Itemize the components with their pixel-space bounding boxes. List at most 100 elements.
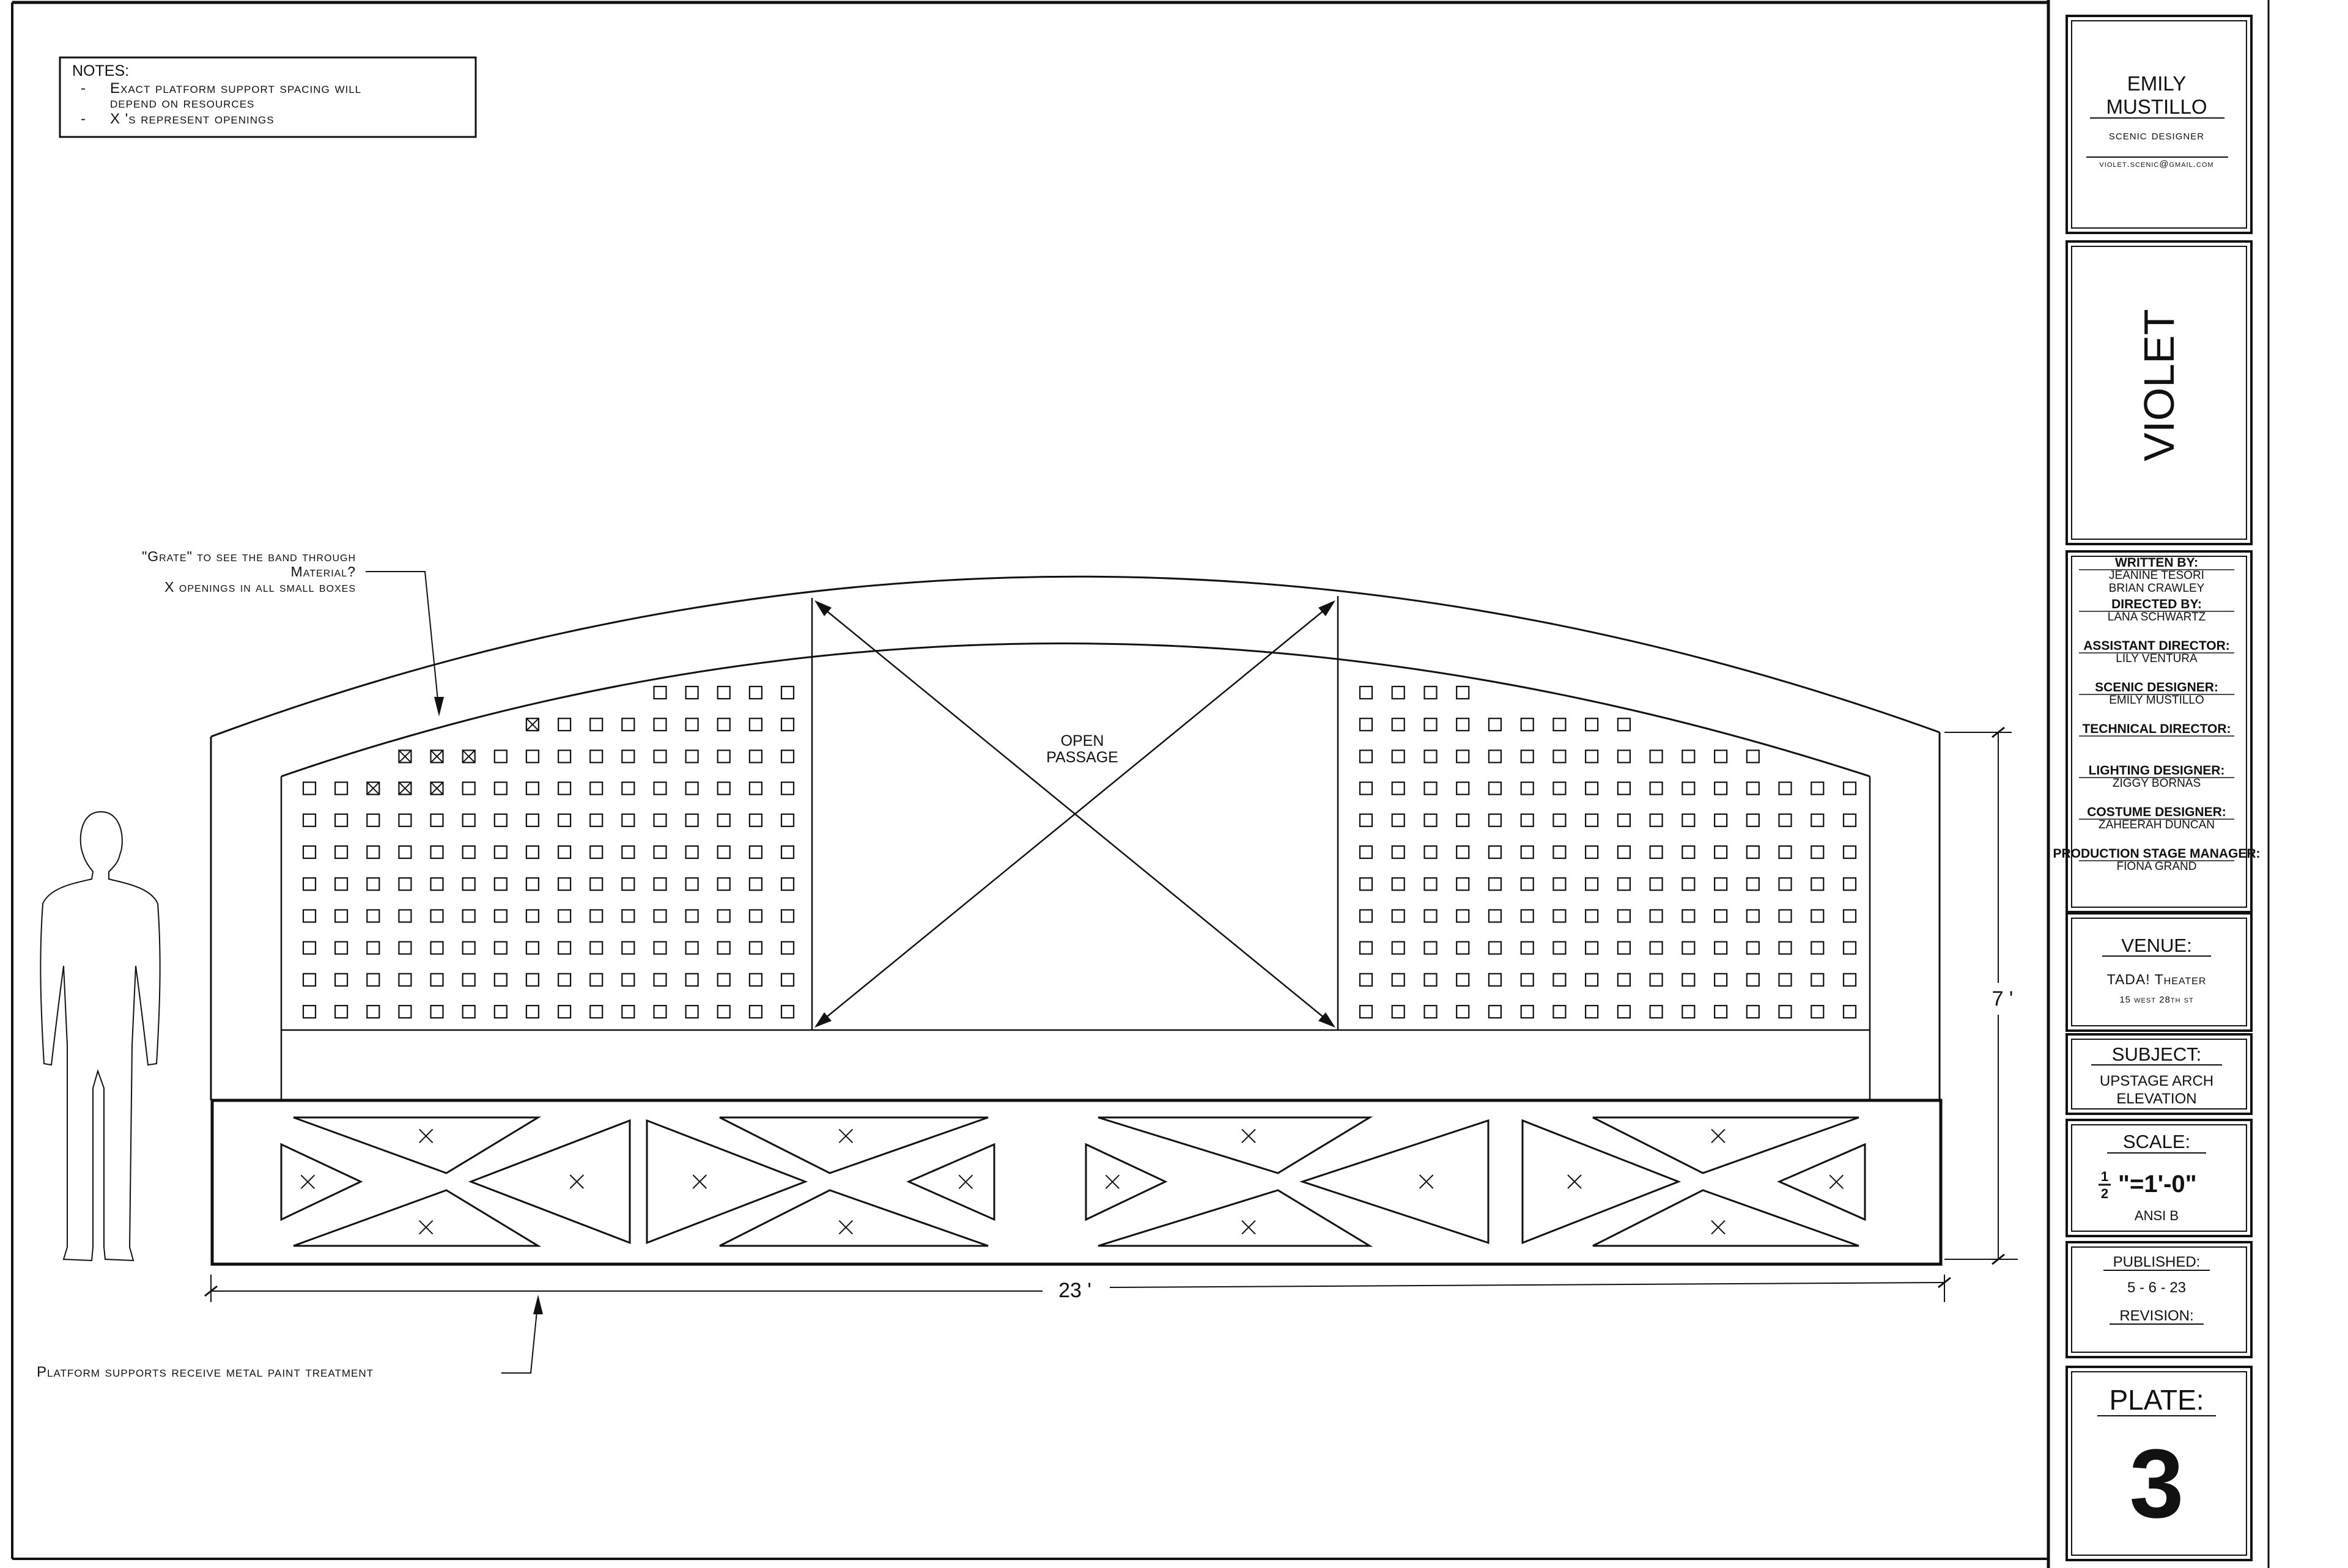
grate-box [1649, 781, 1663, 795]
grate-box [1811, 877, 1825, 891]
grate-box [653, 1004, 667, 1019]
grate-box [780, 781, 795, 795]
grate-box [621, 1004, 635, 1019]
grate-box [398, 973, 412, 987]
grate-box [1617, 813, 1631, 827]
grate-box [366, 877, 380, 891]
grate-callout-line-2: Material? [291, 564, 356, 580]
grate-box [1714, 749, 1728, 764]
grate-box [398, 781, 412, 795]
grate-box [366, 813, 380, 827]
grate-box [1682, 813, 1696, 827]
grate-box [525, 941, 540, 955]
truss-opening-mark [418, 1128, 434, 1144]
grate-box [1552, 1004, 1567, 1019]
credit-role: WRITTEN BY: [2115, 556, 2198, 570]
grate-box-opening-mark [398, 781, 412, 795]
truss-opening-mark [838, 1220, 854, 1235]
truss-triangle [719, 1189, 989, 1247]
grate-box [589, 813, 604, 827]
grate-box [1714, 941, 1728, 955]
grate-box [1682, 973, 1696, 987]
designer-email: violet.scenic@gmail.com [2099, 159, 2213, 169]
grate-box [748, 685, 763, 700]
grate-box [717, 973, 731, 987]
grate-box [1391, 813, 1405, 827]
grate-box [557, 973, 572, 987]
grate-box [1456, 909, 1470, 923]
grate-box [717, 685, 731, 700]
grate-box [1585, 973, 1599, 987]
grate-box [1488, 1004, 1502, 1019]
plate-number: 3 [2130, 1429, 2184, 1538]
truss-triangle [293, 1189, 542, 1247]
truss-opening-mark [1711, 1128, 1726, 1144]
grate-box [1778, 781, 1792, 795]
grate-box [748, 1004, 763, 1019]
grate-box [1423, 685, 1438, 700]
grate-box [493, 909, 508, 923]
grate-box [1811, 941, 1825, 955]
truss-opening-mark [1105, 1174, 1120, 1190]
grate-box [493, 813, 508, 827]
grate-box [748, 877, 763, 891]
grate-box [1520, 845, 1534, 859]
grate-box [1778, 941, 1792, 955]
grate-box [1746, 941, 1760, 955]
grate-box [557, 1004, 572, 1019]
grate-box [1359, 781, 1373, 795]
grate-box [1778, 877, 1792, 891]
grate-box [1778, 813, 1792, 827]
grate-box [748, 941, 763, 955]
grate-box [557, 845, 572, 859]
grate-box [1391, 749, 1405, 764]
grate-box [302, 877, 317, 891]
grate-box [430, 813, 444, 827]
grate-box [685, 718, 699, 732]
truss-opening-mark [1829, 1174, 1844, 1190]
grate-box [1456, 845, 1470, 859]
grate-box [1488, 909, 1502, 923]
grate-box-opening-mark [430, 749, 444, 764]
grate-box [1649, 1004, 1663, 1019]
grate-box [525, 813, 540, 827]
grate-box [1682, 845, 1696, 859]
grate-box [1359, 813, 1373, 827]
grate-box [1359, 1004, 1373, 1019]
grate-box [780, 877, 795, 891]
grate-box [1359, 941, 1373, 955]
grate-box [685, 973, 699, 987]
grate-box [1391, 845, 1405, 859]
grate-box [1682, 1004, 1696, 1019]
credit-name: JEANINE TESORI [2109, 569, 2204, 582]
scale-fraction-denominator: 2 [2101, 1186, 2108, 1201]
tb-scale: SCALE: 1 2 "=1'-0" ANSI B [2066, 1119, 2253, 1237]
credit-role: COSTUME DESIGNER: [2087, 805, 2226, 819]
grate-box [1552, 813, 1567, 827]
grate-box [302, 973, 317, 987]
truss-triangle [1098, 1116, 1373, 1174]
paper-size: ANSI B [2135, 1208, 2179, 1223]
grate-box [302, 845, 317, 859]
grate-box [1456, 941, 1470, 955]
grate-box [1811, 845, 1825, 859]
grate-box [780, 813, 795, 827]
grate-box [780, 749, 795, 764]
grate-box [1552, 941, 1567, 955]
note-item-2: X 's represent openings [110, 111, 275, 127]
truss-opening-mark [692, 1174, 707, 1189]
grate-box [334, 781, 349, 795]
grate-box [589, 973, 604, 987]
svg-text:-: - [81, 111, 86, 127]
platform-truss-supports [280, 1116, 1866, 1247]
grate-box [1552, 781, 1567, 795]
truss-triangle [1299, 1119, 1490, 1245]
grate-box [1391, 781, 1405, 795]
grate-box [557, 749, 572, 764]
grate-box [1778, 909, 1792, 923]
grate-box [621, 813, 635, 827]
grate-box [1842, 813, 1857, 827]
credit-role: SCENIC DESIGNER: [2095, 680, 2218, 694]
